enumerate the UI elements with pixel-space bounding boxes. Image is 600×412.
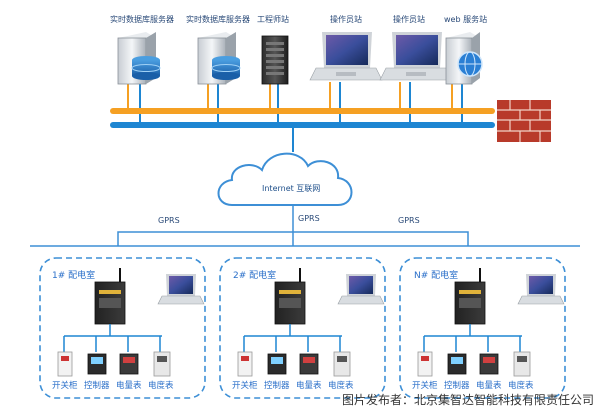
room-2-device-label: 开关柜 — [232, 381, 258, 391]
controller-icon — [447, 353, 467, 375]
energy-meter-icon — [513, 351, 531, 377]
device-label-realtime-db-1: 实时数据库服务器 — [110, 15, 174, 24]
room-1-device-label: 控制器 — [84, 381, 110, 391]
gprs-label-2: GPRS — [298, 214, 320, 223]
controller-icon — [267, 353, 287, 375]
device-label-realtime-db-2: 实时数据库服务器 — [186, 15, 250, 24]
database-server-2 — [197, 32, 241, 85]
room-2-device-label: 控制器 — [264, 381, 290, 391]
room-3-device-label: 开关柜 — [412, 381, 438, 391]
switchgear-icon — [237, 351, 253, 377]
room-box-2 — [219, 257, 386, 399]
room-title-n: N# 配电室 — [414, 271, 459, 281]
room-2-device-label: 电度表 — [328, 381, 354, 391]
gprs-gateway-icon — [94, 268, 126, 325]
power-meter-icon — [299, 353, 319, 375]
room-boxes — [39, 257, 566, 399]
database-server-1 — [117, 32, 161, 85]
image-caption: 图片发布者：北京集智达智能科技有限责任公司 — [341, 393, 594, 407]
room-3-equipment — [417, 268, 565, 377]
gprs-label-3: GPRS — [398, 216, 420, 225]
orange-network-bus — [110, 108, 495, 114]
room-laptop-icon — [337, 274, 385, 305]
room-3-device-label: 电度表 — [508, 381, 534, 391]
room-title-2: 2# 配电室 — [233, 271, 277, 281]
room-1-device-label: 开关柜 — [52, 381, 78, 391]
room-3-device-label: 控制器 — [444, 381, 470, 391]
device-label-engineer-station: 工程师站 — [257, 15, 289, 24]
cloud-label: Internet 互联网 — [262, 184, 321, 193]
energy-meter-icon — [153, 351, 171, 377]
room-laptop-icon — [517, 274, 565, 305]
room-2-device-label: 电量表 — [296, 381, 322, 391]
room-2-equipment — [237, 268, 385, 377]
room-1-equipment — [57, 268, 205, 377]
operator-laptop-1 — [309, 32, 383, 81]
power-meter-icon — [119, 353, 139, 375]
switchgear-icon — [57, 351, 73, 377]
controller-icon — [87, 353, 107, 375]
room-3-device-label: 电量表 — [476, 381, 502, 391]
gprs-gateway-icon — [274, 268, 306, 325]
device-drop-lines-orange — [127, 82, 453, 110]
room-1-device-label: 电度表 — [148, 381, 174, 391]
operator-laptop-2 — [379, 32, 453, 81]
room-box-n — [399, 257, 566, 399]
room-box-1 — [39, 257, 206, 399]
device-label-operator-2: 操作员站 — [393, 15, 425, 24]
engineer-station-tower — [261, 35, 289, 85]
firewall-icon — [497, 100, 551, 142]
gprs-gateway-icon — [454, 268, 486, 325]
gprs-branch-lines — [117, 231, 469, 246]
room-laptop-icon — [157, 274, 205, 305]
room-internals — [57, 268, 565, 377]
device-drop-lines — [139, 82, 463, 124]
switchgear-icon — [417, 351, 433, 377]
room-1-device-label: 电量表 — [116, 381, 142, 391]
web-server — [445, 32, 483, 85]
power-meter-icon — [479, 353, 499, 375]
room-title-1: 1# 配电室 — [52, 271, 96, 281]
gprs-label-1: GPRS — [158, 216, 180, 225]
internet-cloud-icon — [217, 152, 353, 206]
device-label-operator-1: 操作员站 — [330, 15, 362, 24]
device-label-web-server: web 服务站 — [444, 15, 488, 24]
energy-meter-icon — [333, 351, 351, 377]
blue-network-bus — [110, 122, 495, 128]
